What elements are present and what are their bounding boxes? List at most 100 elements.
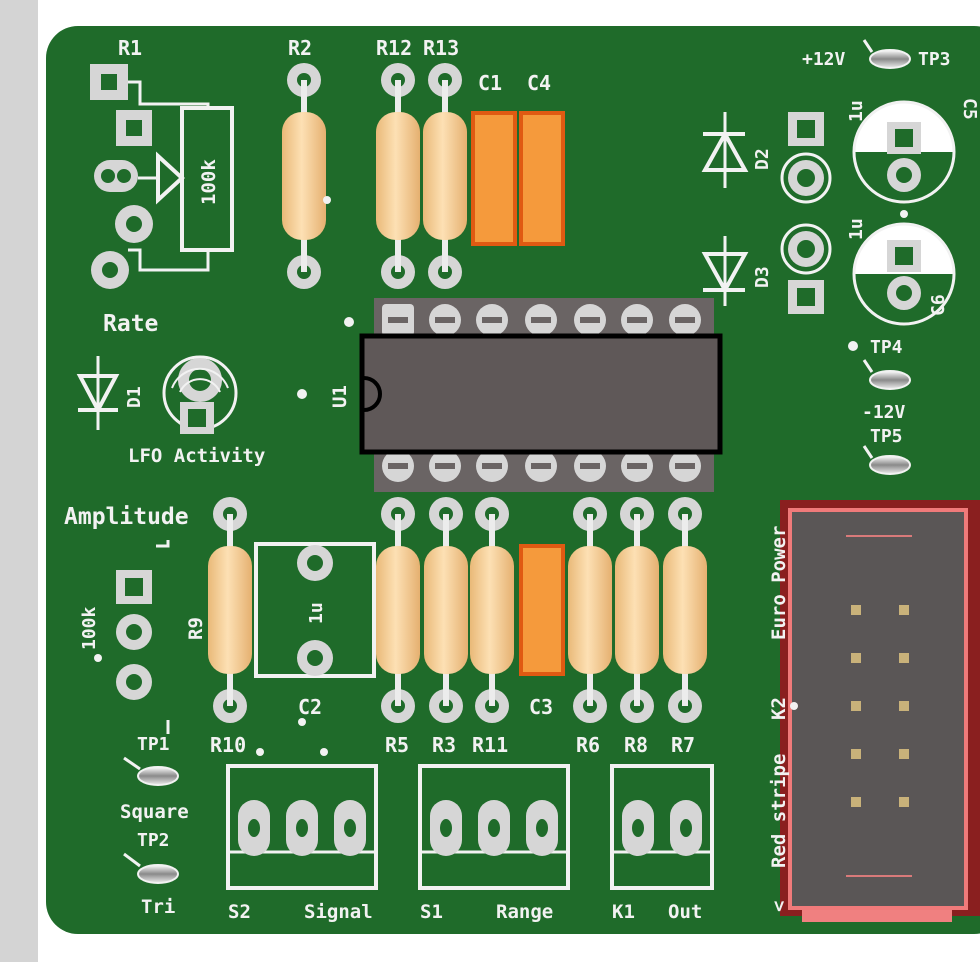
label-r6: R6 xyxy=(576,733,600,757)
testpoint-tp3 xyxy=(862,39,911,69)
resistor-r13 xyxy=(423,63,467,289)
capacitor-c4 xyxy=(519,111,565,246)
ic-pin1-dot xyxy=(344,317,354,327)
label-c1: C1 xyxy=(478,71,502,95)
capacitor-c1 xyxy=(471,111,517,246)
label-d3: D3 xyxy=(752,266,773,288)
potentiometer-amplitude xyxy=(116,570,152,700)
label-tp3: TP3 xyxy=(918,49,951,70)
label-square: Square xyxy=(120,801,189,823)
testpoint-tp5 xyxy=(862,445,911,475)
ic-u1 xyxy=(359,333,723,455)
top-resistors xyxy=(282,63,467,289)
label-r11: R11 xyxy=(472,733,508,757)
c2-marker-dot xyxy=(298,718,306,726)
resistor-r12 xyxy=(376,63,420,289)
capacitor-c5 xyxy=(852,100,956,218)
label-s1: S1 xyxy=(420,901,443,923)
amplitude-pot-dot xyxy=(94,654,102,662)
resistor-r5 xyxy=(376,497,420,723)
bottom-resistors xyxy=(208,497,707,723)
k2-marker-dot xyxy=(790,702,798,710)
resistor-r8 xyxy=(615,497,659,723)
led-lfo-activity xyxy=(162,355,238,434)
header-pin xyxy=(851,701,861,711)
r5-marker-dot xyxy=(320,748,328,756)
label-r10: R10 xyxy=(210,733,246,757)
testpoint-tp2 xyxy=(123,852,179,884)
label-k1: K1 xyxy=(612,901,635,923)
r10-marker-dot xyxy=(256,748,264,756)
header-pin xyxy=(851,653,861,663)
label-c6-value: 1u xyxy=(846,218,867,240)
label-rate: Rate xyxy=(103,311,158,337)
resistor-r2 xyxy=(282,63,326,289)
potentiometer-r1 xyxy=(90,64,234,289)
header-pin xyxy=(851,749,861,759)
header-pin xyxy=(899,605,909,615)
label-r13: R13 xyxy=(423,36,459,60)
testpoint-tp4 xyxy=(862,359,911,390)
header-pins xyxy=(851,605,909,807)
label-euro-power: Euro Power xyxy=(768,526,790,640)
resistor-r11 xyxy=(470,497,514,723)
label-plus12v: +12V xyxy=(802,49,846,70)
header-pin xyxy=(899,749,909,759)
header-pin xyxy=(899,701,909,711)
tp4-dot xyxy=(848,341,858,351)
header-pin xyxy=(899,797,909,807)
label-k2: K2 xyxy=(768,697,790,720)
label-d2: D2 xyxy=(752,148,773,170)
label-r7: R7 xyxy=(671,733,695,757)
resistor-r9 xyxy=(208,497,252,723)
label-tp5: TP5 xyxy=(870,426,903,447)
label-range: Range xyxy=(496,901,553,923)
label-minus12v: -12V xyxy=(862,402,906,423)
label-red-stripe: Red stripe xyxy=(768,754,790,868)
label-amplitude: Amplitude xyxy=(64,504,189,530)
connector-k1 xyxy=(610,764,714,890)
diode-d2 xyxy=(701,112,832,204)
label-c5-value: 1u xyxy=(846,100,867,122)
capacitor-c2 xyxy=(254,542,376,678)
label-signal: Signal xyxy=(304,901,373,923)
label-r1: R1 xyxy=(118,36,142,60)
connector-s2 xyxy=(226,764,378,890)
label-r3: R3 xyxy=(432,733,456,757)
label-amplitude-pot-value: 100k xyxy=(79,606,100,650)
diode-d3 xyxy=(701,223,832,314)
label-c4: C4 xyxy=(527,71,551,95)
label-d1: D1 xyxy=(124,386,145,408)
resistor-r7 xyxy=(663,497,707,723)
header-pin xyxy=(851,797,861,807)
r2-marker-dot xyxy=(323,196,331,204)
ic-pins xyxy=(382,304,701,482)
label-tp2: TP2 xyxy=(137,830,170,851)
amplitude-corner-marker xyxy=(156,540,170,548)
label-lfo-activity: LFO Activity xyxy=(128,445,265,467)
label-c2-value: 1u xyxy=(306,602,327,624)
label-u1: U1 xyxy=(329,385,351,408)
label-r12: R12 xyxy=(376,36,412,60)
label-r5: R5 xyxy=(385,733,409,757)
label-c2: C2 xyxy=(298,695,322,719)
label-tp4: TP4 xyxy=(870,337,903,358)
capacitor-c6 xyxy=(852,222,956,326)
header-k2 xyxy=(780,500,980,922)
header-pin xyxy=(851,605,861,615)
label-s2: S2 xyxy=(228,901,251,923)
label-r2: R2 xyxy=(288,36,312,60)
testpoint-tp1 xyxy=(123,756,179,786)
label-stripe-arrow: < xyxy=(768,901,790,912)
diode-d1 xyxy=(76,356,120,430)
header-pin xyxy=(899,653,909,663)
label-c6: C6 xyxy=(928,294,949,316)
label-r9: R9 xyxy=(185,617,207,640)
connector-s1 xyxy=(418,764,570,890)
label-tri: Tri xyxy=(141,896,175,918)
label-c3: C3 xyxy=(529,695,553,719)
label-pot-value: 100k xyxy=(198,159,220,205)
label-tp1: TP1 xyxy=(137,734,170,755)
label-c5: C5 xyxy=(959,98,980,120)
